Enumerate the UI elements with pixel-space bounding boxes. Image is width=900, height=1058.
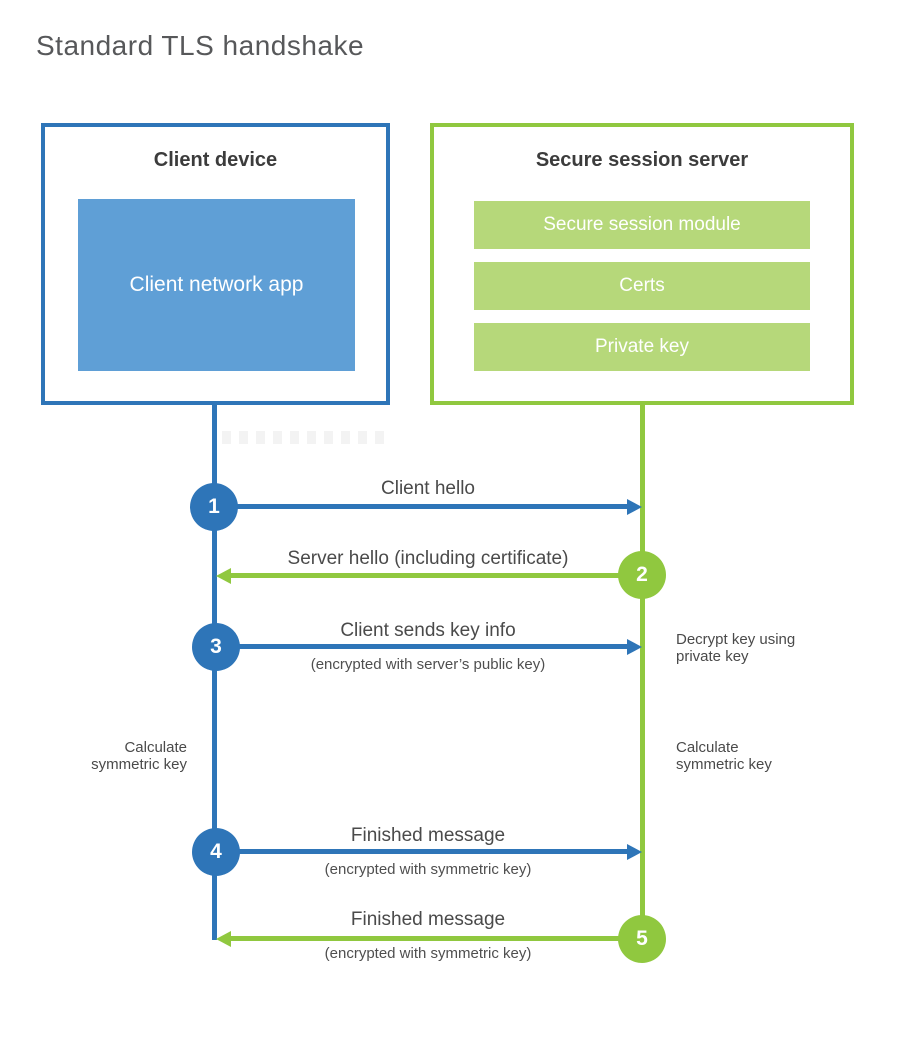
client-network-app-block: Client network app: [78, 199, 355, 371]
step4-arrow-line: [215, 849, 628, 854]
step2-label: Server hello (including certificate): [287, 548, 569, 569]
server-module-secure-session-module: Secure session module: [474, 201, 810, 249]
decrypt-key-note-line2: private key: [676, 648, 749, 665]
step2-arrowhead-left-icon: [216, 568, 231, 584]
ghost-dashes-artifact: [222, 431, 388, 444]
calc-left-line1: Calculate: [124, 739, 187, 756]
client-network-app-label: Client network app: [129, 273, 304, 296]
calc-left-line2: symmetric key: [91, 756, 187, 773]
client-device-title: Client device: [153, 149, 278, 171]
step1-arrow-line: [215, 504, 628, 509]
step4-circle: 4: [192, 828, 240, 876]
step4-label: Finished message: [350, 825, 506, 846]
step4-arrowhead-right-icon: [627, 844, 642, 860]
calculate-symmetric-key-note-server: Calculate symmetric key: [676, 739, 816, 773]
server-lifeline: [640, 404, 645, 940]
step3-sublabel: (encrypted with server’s public key): [310, 656, 546, 673]
step5-arrow-line: [230, 936, 642, 941]
calculate-symmetric-key-note-client: Calculate symmetric key: [57, 739, 187, 773]
step3-label: Client sends key info: [340, 620, 516, 641]
step2-arrow-line: [230, 573, 642, 578]
step5-arrowhead-left-icon: [216, 931, 231, 947]
decrypt-key-note-line1: Decrypt key using: [676, 631, 796, 648]
calc-right-line1: Calculate: [676, 739, 739, 756]
server-module-private-key: Private key: [474, 323, 810, 371]
secure-session-server-title: Secure session server: [535, 149, 749, 171]
step3-circle: 3: [192, 623, 240, 671]
step5-sublabel: (encrypted with symmetric key): [324, 945, 532, 962]
step5-circle: 5: [618, 915, 666, 963]
step3-arrowhead-right-icon: [627, 639, 642, 655]
step4-sublabel: (encrypted with symmetric key): [324, 861, 532, 878]
page-title: Standard TLS handshake: [36, 30, 365, 61]
calc-right-line2: symmetric key: [676, 756, 772, 773]
step5-label: Finished message: [350, 909, 506, 930]
step2-circle: 2: [618, 551, 666, 599]
client-lifeline: [212, 404, 217, 940]
server-module-certs: Certs: [474, 262, 810, 310]
decrypt-key-note: Decrypt key using private key: [676, 631, 816, 665]
step1-circle: 1: [190, 483, 238, 531]
step3-arrow-line: [215, 644, 628, 649]
step1-label: Client hello: [381, 478, 475, 499]
step1-arrowhead-right-icon: [627, 499, 642, 515]
